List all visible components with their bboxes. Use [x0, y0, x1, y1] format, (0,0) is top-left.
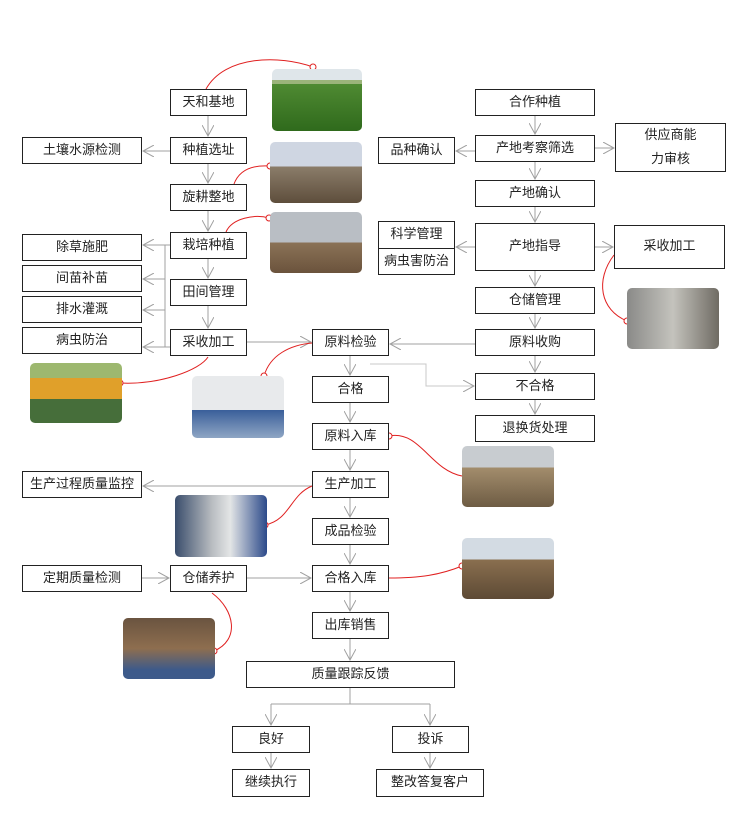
box-qualified: 合格 — [312, 376, 389, 403]
field-photo — [272, 69, 362, 131]
planting-photo — [270, 212, 362, 273]
box-raw-purchase: 原料收购 — [475, 329, 595, 356]
box-cooperative-planting: 合作种植 — [475, 89, 595, 116]
box-scientific-management: 科学管理 — [378, 221, 455, 249]
box-qualified-storage: 合格入库 — [312, 565, 389, 592]
box-product-inspection: 成品检验 — [312, 518, 389, 545]
box-rotary-tillage: 旋耕整地 — [170, 184, 247, 211]
box-return-exchange: 退换货处理 — [475, 415, 595, 442]
box-thinning: 间苗补苗 — [22, 265, 142, 292]
box-outbound-sales: 出库销售 — [312, 612, 389, 639]
box-irrigation: 排水灌溉 — [22, 296, 142, 323]
photo-callouts — [119, 59, 628, 652]
box-origin-confirm: 产地确认 — [475, 180, 595, 207]
box-weeding: 除草施肥 — [22, 234, 142, 261]
lab-photo — [192, 376, 284, 438]
supplier-audit-line2: 力审核 — [650, 151, 690, 167]
box-unqualified: 不合格 — [475, 373, 595, 400]
box-process-quality-monitor: 生产过程质量监控 — [22, 471, 142, 498]
box-raw-storage: 原料入库 — [312, 423, 389, 450]
harvest-field-photo — [30, 363, 122, 423]
box-tianhe-base: 天和基地 — [170, 89, 247, 116]
qualified-storage-photo — [462, 538, 554, 599]
harvest-processing-photo — [627, 288, 719, 349]
box-pest-control: 病虫防治 — [22, 327, 142, 354]
box-continue: 继续执行 — [232, 769, 310, 797]
box-origin-screening: 产地考察筛选 — [475, 135, 595, 162]
box-raw-inspection: 原料检验 — [312, 329, 389, 356]
box-storage-management: 仓储管理 — [475, 287, 595, 314]
supplier-audit-line1: 供应商能 — [644, 127, 697, 143]
box-harvest-left: 采收加工 — [170, 329, 247, 356]
box-storage-maintenance: 仓储养护 — [170, 565, 247, 592]
box-harvest-right: 采收加工 — [614, 225, 725, 269]
box-rectify-reply: 整改答复客户 — [376, 769, 484, 797]
box-production: 生产加工 — [312, 471, 389, 498]
storage-bags-photo — [123, 618, 215, 679]
tractor-photo — [270, 142, 362, 203]
box-variety-confirm: 品种确认 — [378, 137, 455, 164]
box-complaint: 投诉 — [392, 726, 469, 753]
box-supplier-audit: 供应商能 力审核 — [615, 123, 726, 172]
box-periodic-quality-test: 定期质量检测 — [22, 565, 142, 592]
box-cultivation: 栽培种植 — [170, 232, 247, 259]
box-site-selection: 种植选址 — [170, 137, 247, 164]
box-quality-feedback: 质量跟踪反馈 — [246, 661, 455, 688]
box-field-management: 田间管理 — [170, 279, 247, 306]
box-pest-disease-control: 病虫害防治 — [378, 248, 455, 275]
box-good: 良好 — [232, 726, 310, 753]
box-origin-guidance: 产地指导 — [475, 223, 595, 271]
box-soil-water-test: 土壤水源检测 — [22, 137, 142, 164]
production-tank-photo — [175, 495, 267, 557]
raw-storage-photo — [462, 446, 554, 507]
